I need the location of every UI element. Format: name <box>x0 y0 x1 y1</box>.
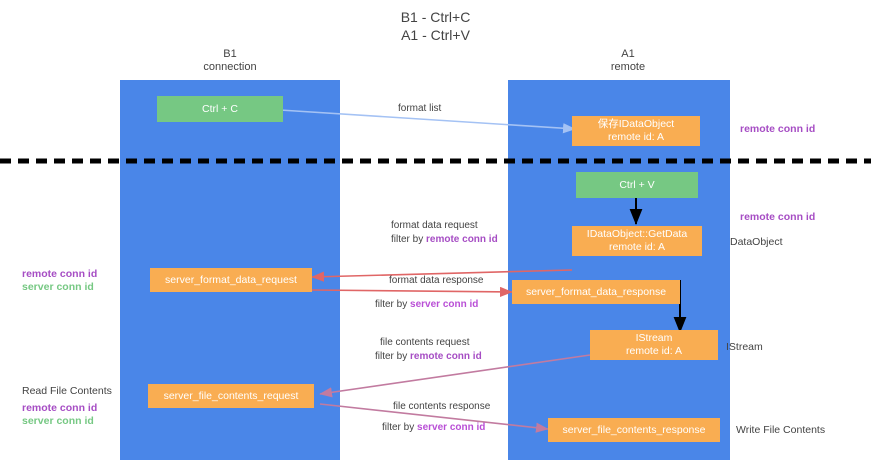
arrow-file-contents-request <box>319 354 591 398</box>
edge-label-file-contents-response-text: file contents response <box>393 401 491 412</box>
annotation-read-file-contents: Read File Contents <box>22 385 112 398</box>
edge-label-format-list-text: format list <box>398 103 442 114</box>
box-idataobject-getdata-label: IDataObject::GetData <box>586 228 688 240</box>
box-istream-sub: remote id: A <box>625 345 683 357</box>
edge-label-format-data-request: format data request <box>391 219 478 232</box>
box-server-file-contents-request-label: server_file_contents_request <box>163 389 299 402</box>
edge-label-file-contents-response-filter: filter by server conn id <box>382 421 485 434</box>
filter-value-server-conn-id-2: server conn id <box>417 422 486 433</box>
lane-header-a1: A1 remote <box>548 48 708 74</box>
annotation-left-server-conn-id: server conn id <box>22 281 94 293</box>
box-idataobject-getdata[interactable]: IDataObject::GetData remote id: A <box>572 226 702 256</box>
annotation-dataobject: DataObject <box>730 236 783 249</box>
arrow-format-data-request <box>311 269 573 282</box>
box-server-file-contents-request[interactable]: server_file_contents_request <box>148 384 314 408</box>
title-line-1: B1 - Ctrl+C <box>400 9 471 25</box>
box-idataobject-getdata-sub: remote id: A <box>608 241 666 253</box>
box-server-file-contents-response[interactable]: server_file_contents_response <box>548 418 720 442</box>
lane-header-a1-line2: remote <box>610 61 646 73</box>
box-save-idataobject-sub: remote id: A <box>607 131 665 143</box>
edge-label-format-data-response: format data response <box>389 274 484 287</box>
arrow-file-contents-response <box>319 403 549 433</box>
annotation-remote-conn-id-top-text: remote conn id <box>740 123 816 135</box>
annotation-write-file-contents-text: Write File Contents <box>736 424 826 436</box>
filter-value-remote-conn-id-2: remote conn id <box>410 351 482 362</box>
filter-prefix-4: filter by <box>382 422 418 433</box>
filter-value-remote-conn-id-1: remote conn id <box>426 234 498 245</box>
box-istream-label: IStream <box>635 332 673 344</box>
box-server-format-data-request-label: server_format_data_request <box>165 273 297 286</box>
annotation-left-conn-ids-2: remote conn id server conn id <box>22 402 97 428</box>
lane-header-a1-line1: A1 <box>621 48 635 60</box>
box-server-format-data-response-label: server_format_data_response <box>525 285 667 298</box>
box-ctrl-c[interactable]: Ctrl + C <box>157 96 283 122</box>
edge-label-file-contents-response: file contents response <box>393 400 490 413</box>
edge-label-format-data-request-text: format data request <box>391 220 478 231</box>
edge-label-format-data-response-text: format data response <box>389 275 484 286</box>
annotation-left-server-conn-id-2: server conn id <box>22 415 94 427</box>
annotation-dataobject-text: DataObject <box>730 236 783 248</box>
annotation-istream-text: IStream <box>726 341 763 353</box>
filter-prefix-2: filter by <box>375 299 411 310</box>
edge-label-format-list: format list <box>398 102 441 115</box>
arrow-format-list <box>279 109 576 134</box>
edge-label-file-contents-request-text: file contents request <box>380 337 470 348</box>
annotation-remote-conn-id-mid-text: remote conn id <box>740 211 816 223</box>
box-save-idataobject-label: 保存IDataObject <box>597 118 675 130</box>
box-ctrl-v[interactable]: Ctrl + V <box>576 172 698 198</box>
title-line-2: A1 - Ctrl+V <box>401 27 470 43</box>
annotation-istream: IStream <box>726 341 763 354</box>
edge-label-format-data-response-filter: filter by server conn id <box>375 298 478 311</box>
edge-label-format-data-request-filter: filter by remote conn id <box>391 233 498 246</box>
edge-label-file-contents-request-filter: filter by remote conn id <box>375 350 482 363</box>
filter-prefix-3: filter by <box>375 351 411 362</box>
box-save-idataobject[interactable]: 保存IDataObject remote id: A <box>572 116 700 146</box>
annotation-left-conn-ids: remote conn id server conn id <box>22 268 97 294</box>
annotation-left-remote-conn-id-2: remote conn id <box>22 402 98 414</box>
annotation-remote-conn-id-top: remote conn id <box>740 123 815 136</box>
filter-prefix-1: filter by <box>391 234 427 245</box>
box-server-format-data-request[interactable]: server_format_data_request <box>150 268 312 292</box>
box-ctrl-c-label: Ctrl + C <box>202 102 238 115</box>
page-title: B1 - Ctrl+C A1 - Ctrl+V <box>0 8 871 44</box>
box-server-file-contents-response-label: server_file_contents_response <box>562 423 706 436</box>
annotation-remote-conn-id-mid: remote conn id <box>740 211 815 224</box>
box-ctrl-v-label: Ctrl + V <box>619 178 655 191</box>
lane-header-b1: B1 connection <box>150 48 310 74</box>
lane-header-b1-line1: B1 <box>223 48 237 60</box>
filter-value-server-conn-id-1: server conn id <box>410 299 479 310</box>
lane-header-b1-line2: connection <box>203 61 257 73</box>
arrow-format-data-response <box>311 286 513 297</box>
edge-label-file-contents-request: file contents request <box>380 336 470 349</box>
box-istream[interactable]: IStream remote id: A <box>590 330 718 360</box>
box-server-format-data-response[interactable]: server_format_data_response <box>512 280 680 304</box>
annotation-left-remote-conn-id: remote conn id <box>22 268 98 280</box>
annotation-write-file-contents: Write File Contents <box>736 424 825 437</box>
annotation-read-file-contents-text: Read File Contents <box>22 385 112 397</box>
